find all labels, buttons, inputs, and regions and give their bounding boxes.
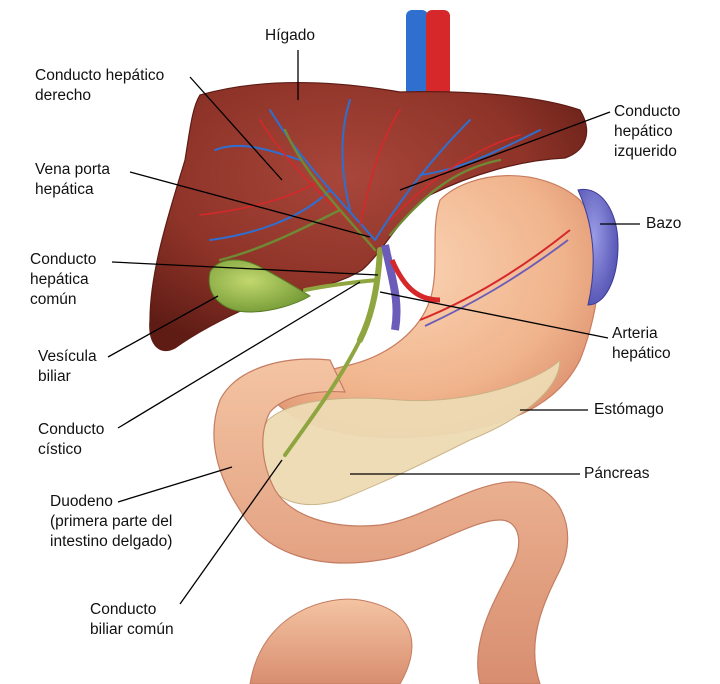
label-vesicula: Vesícula biliar — [38, 348, 97, 385]
label-estomago: Estómago — [594, 401, 664, 418]
leader-arteria — [379, 291, 609, 339]
gallbladder-shape — [208, 259, 311, 313]
leader-vesicula — [107, 295, 219, 358]
label-vena-porta: Vena porta hepática — [35, 161, 110, 198]
label-higado: Hígado — [265, 27, 315, 44]
label-bazo: Bazo — [646, 215, 682, 232]
label-conducto-hepatico-derecho: Conducto hepático derecho — [35, 67, 165, 104]
hepatic-artery-shape — [389, 259, 441, 303]
stomach-vein — [424, 239, 569, 327]
liver-vessels — [199, 99, 541, 262]
spleen-shape — [577, 188, 619, 306]
label-conducto-biliar-comun: Conducto biliar común — [90, 601, 174, 638]
label-pancreas: Páncreas — [584, 465, 650, 482]
label-arteria: Arteria hepático — [612, 325, 671, 362]
label-conducto-hepatica-comun: Conducto hepática común — [30, 251, 97, 308]
leader-conducto-hepatico-derecho — [189, 76, 283, 181]
stomach-artery — [419, 229, 571, 321]
leader-conducto-hepatico-izquierdo — [399, 111, 611, 191]
leader-conducto-biliar-comun — [179, 459, 283, 605]
aorta-shape — [426, 10, 450, 105]
great-vessels — [406, 10, 450, 105]
bile-ducts — [283, 247, 383, 457]
duodenum-shape — [213, 358, 569, 684]
leader-conducto-hepatica-comun — [111, 261, 379, 276]
intestine-lower-loop — [249, 598, 413, 684]
leader-duodeno — [117, 466, 233, 503]
label-conducto-hepatico-izquierdo: Conducto hepático izquerido — [614, 103, 681, 160]
leader-lines — [107, 50, 640, 605]
leader-conducto-cistico — [117, 281, 361, 429]
label-duodeno: Duodeno (primera parte del intestino del… — [50, 493, 173, 550]
leader-vena-porta — [129, 171, 371, 238]
vena-cava-shape — [406, 10, 428, 105]
label-conducto-cistico: Conducto cístico — [38, 421, 105, 458]
portal-vein-shape — [381, 244, 401, 331]
